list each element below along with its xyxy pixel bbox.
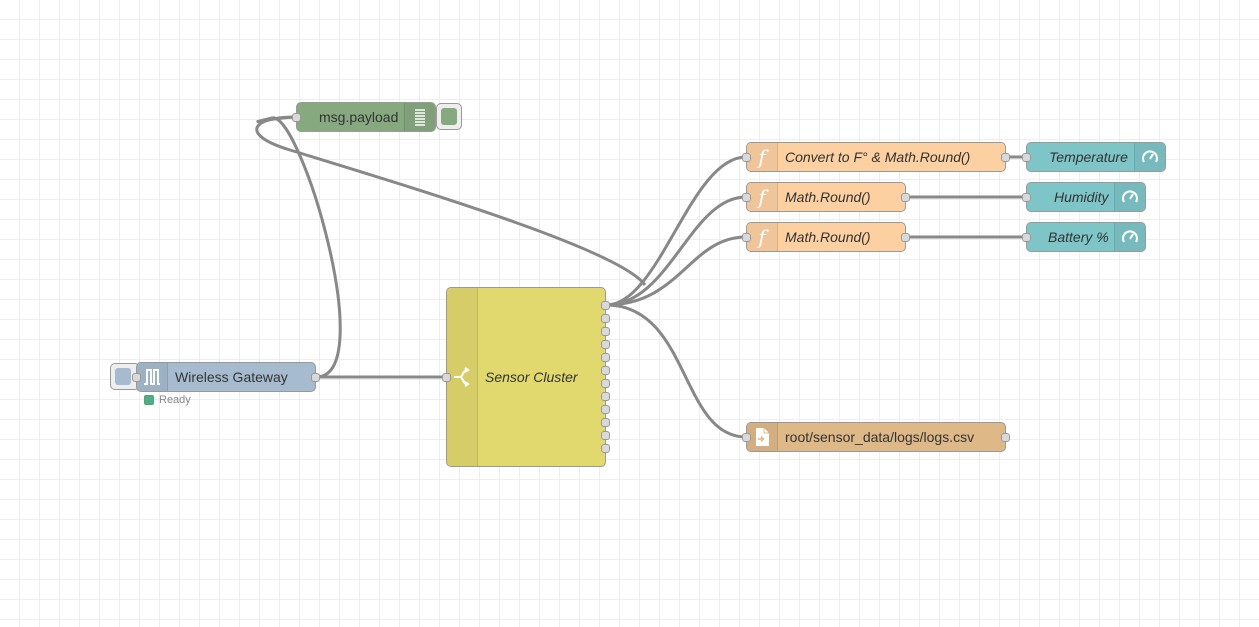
function-node-humidity[interactable]: f Math.Round() [742,182,910,212]
debug-node-label: msg.payload [319,109,399,125]
switch-output-port[interactable] [601,327,610,336]
gateway-output-port[interactable] [311,373,320,382]
switch-output-port[interactable] [601,392,610,401]
gauge-icon [1114,183,1145,211]
switch-output-port[interactable] [601,366,610,375]
file-output-port[interactable] [1001,433,1010,442]
gauge-icon [1114,223,1145,251]
switch-output-port[interactable] [601,314,610,323]
function-node-humidity-label: Math.Round() [785,189,871,205]
file-node-label: root/sensor_data/logs/logs.csv [785,429,975,445]
wire-debug-loop [255,115,647,286]
function-node-battery-label: Math.Round() [785,229,871,245]
function-node-temperature[interactable]: f Convert to F° & Math.Round() [742,142,1010,172]
switch-output-port[interactable] [601,353,610,362]
gauge-node-temperature[interactable]: Temperature [1022,142,1166,172]
wire-switch-to-func-hum [605,195,747,307]
switch-node[interactable]: Sensor Cluster [442,287,610,467]
file-input-port[interactable] [742,433,751,442]
function-humidity-output-port[interactable] [901,193,910,202]
gateway-status-text: Ready [159,394,191,406]
function-icon: f [747,183,778,211]
function-humidity-input-port[interactable] [742,193,751,202]
file-icon [747,423,778,451]
gauge-node-battery[interactable]: Battery % [1022,222,1146,252]
function-node-battery[interactable]: f Math.Round() [742,222,910,252]
switch-icon [447,288,478,466]
function-icon: f [747,143,778,171]
serial-wave-icon [137,363,168,391]
function-node-temperature-label: Convert to F° & Math.Round() [785,149,971,165]
function-icon: f [747,223,778,251]
status-dot-icon [144,395,154,405]
debug-node[interactable]: msg.payload [292,102,436,132]
wire-gateway-to-debug [256,115,342,379]
debug-input-port[interactable] [292,113,301,122]
function-battery-output-port[interactable] [901,233,910,242]
function-temperature-input-port[interactable] [742,153,751,162]
gateway-input-port[interactable] [132,373,141,382]
gateway-node[interactable]: Wireless Gateway [132,362,320,392]
gauge-node-battery-label: Battery % [1048,229,1109,245]
switch-output-port[interactable] [601,405,610,414]
switch-input-port[interactable] [442,373,451,382]
switch-output-port[interactable] [601,340,610,349]
switch-output-port[interactable] [601,301,610,310]
gauge-icon [1134,143,1165,171]
file-node[interactable]: root/sensor_data/logs/logs.csv [742,422,1010,452]
function-battery-input-port[interactable] [742,233,751,242]
gauge-node-humidity-label: Humidity [1054,189,1109,205]
wire-switch-to-func-bat [605,235,747,307]
gauge-node-humidity[interactable]: Humidity [1022,182,1146,212]
switch-output-port[interactable] [601,418,610,427]
gateway-status: Ready [144,394,191,406]
switch-output-port[interactable] [601,431,610,440]
gauge-humidity-input-port[interactable] [1022,193,1031,202]
list-icon [404,103,435,131]
wire-switch-to-file [605,303,747,439]
switch-output-port[interactable] [601,444,610,453]
debug-toggle-button[interactable] [436,103,462,130]
wire-switch-to-func-temp [605,155,747,307]
gauge-battery-input-port[interactable] [1022,233,1031,242]
switch-node-label: Sensor Cluster [485,369,578,385]
gateway-node-label: Wireless Gateway [175,369,288,385]
function-temperature-output-port[interactable] [1001,153,1010,162]
gauge-node-temperature-label: Temperature [1049,149,1128,165]
switch-output-port[interactable] [601,379,610,388]
gauge-temperature-input-port[interactable] [1022,153,1031,162]
